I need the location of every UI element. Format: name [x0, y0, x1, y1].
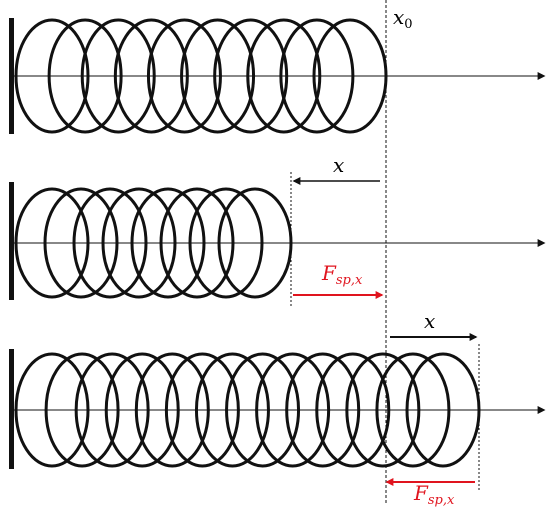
spring-coil: [104, 352, 180, 468]
spring-coil: [130, 187, 206, 299]
spring-coil: [134, 352, 210, 468]
spring-coil: [14, 18, 90, 134]
wall-compressed: [9, 182, 14, 300]
spring-coil: [315, 352, 391, 468]
spring-coil: [80, 18, 156, 134]
spring-coil: [14, 187, 90, 299]
spring-coil: [188, 187, 264, 299]
label-x0: x0: [393, 5, 413, 32]
wall-equilibrium: [9, 18, 14, 134]
spring-coil: [246, 18, 322, 134]
spring-coil: [285, 352, 361, 468]
spring-coil: [113, 18, 189, 134]
spring-coil: [213, 18, 289, 134]
spring-coil: [101, 187, 177, 299]
stretched-displacement-label: x: [424, 309, 435, 333]
spring-stretched: [9, 349, 546, 469]
spring-coil: [159, 187, 235, 299]
spring-coil: [74, 352, 150, 468]
spring-compressed: [9, 182, 546, 300]
coil-group-stretched: [14, 352, 481, 468]
spring-coil: [180, 18, 256, 134]
spring-coil: [43, 187, 119, 299]
spring-coil: [345, 352, 421, 468]
spring-coil: [44, 352, 120, 468]
coil-group-compressed: [14, 187, 293, 299]
spring-coil: [72, 187, 148, 299]
spring-coil: [217, 187, 293, 299]
spring-coil: [255, 352, 331, 468]
spring-coil: [375, 352, 451, 468]
compressed-displacement-label: x: [333, 153, 344, 177]
spring-equilibrium: [9, 18, 546, 134]
stretched-force-label: Fsp,x: [413, 481, 455, 508]
spring-coil: [225, 352, 301, 468]
spring-coil: [146, 18, 222, 134]
compressed-force-label: Fsp,x: [321, 261, 363, 288]
spring-coil: [47, 18, 123, 134]
coil-group-equilibrium: [14, 18, 388, 134]
spring-coil: [194, 352, 270, 468]
spring-coil: [312, 18, 388, 134]
spring-coil: [279, 18, 355, 134]
spring-coil: [14, 352, 90, 468]
spring-coil: [164, 352, 240, 468]
wall-stretched: [9, 349, 14, 469]
